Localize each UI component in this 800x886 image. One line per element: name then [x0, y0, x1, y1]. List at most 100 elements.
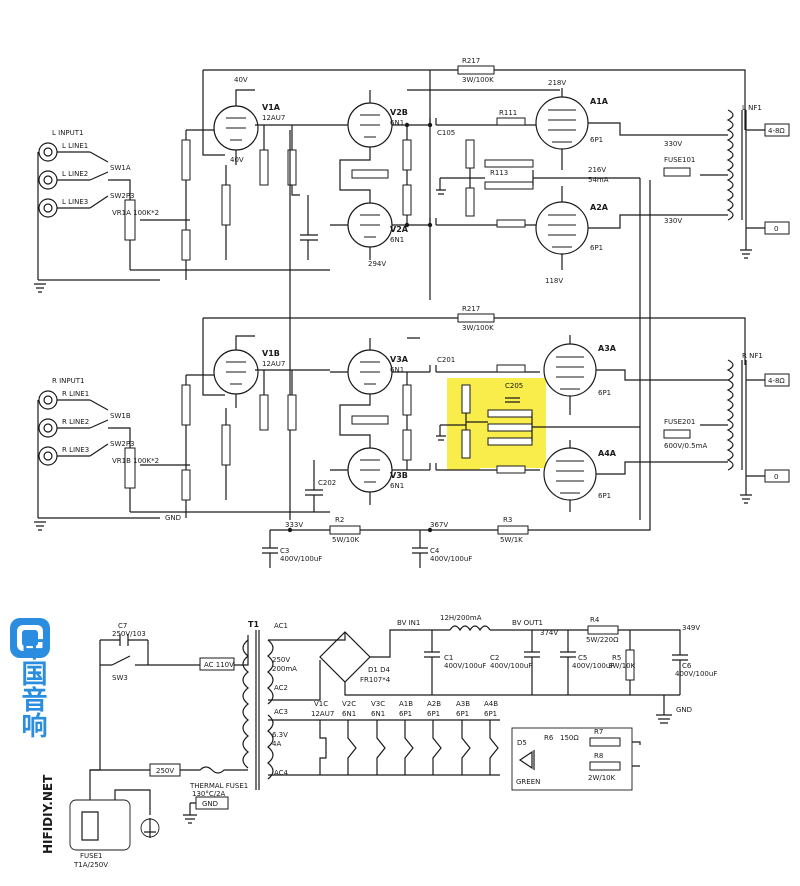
- label-v1a-cathode-v: 40V: [230, 156, 244, 164]
- label-bv-out1: BV OUT1: [512, 619, 543, 627]
- label-ac3: AC3: [274, 708, 288, 716]
- jack-r-line1[interactable]: [38, 390, 58, 410]
- label-bridge: D1 D4: [368, 666, 390, 674]
- resistor-r215: [487, 423, 533, 432]
- label-c6-val: 400V/100uF: [675, 670, 717, 678]
- label-v3a: V3A: [390, 355, 409, 364]
- label-c1: C1: [444, 654, 453, 662]
- label-c4: C4: [430, 547, 440, 555]
- label-c3-val: 400V/100uF: [280, 555, 322, 563]
- logo-brand-cn: 中国音响: [17, 634, 47, 738]
- label-a1a: A1A: [590, 97, 609, 106]
- label-sw3[interactable]: SW3: [112, 674, 128, 682]
- label-c5: C5: [578, 654, 587, 662]
- terminal-out-0-bottom[interactable]: [764, 469, 790, 483]
- terminal-out-4-8-bottom[interactable]: [764, 373, 790, 387]
- label-r8: R8: [594, 752, 603, 760]
- label-hv-ma: 200mA: [272, 665, 297, 673]
- label-r-line2: R LINE2: [62, 418, 89, 426]
- resistor-r106-top: [402, 139, 412, 171]
- label-r4-val: 5W/220Ω: [586, 636, 619, 644]
- hifidiy-logo: 中国音响 HIFIDIY.NET: [10, 618, 55, 854]
- label-ac1: AC1: [274, 622, 288, 630]
- label-r5-val: 3W/10K: [608, 662, 636, 670]
- label-v2a-type: 6N1: [390, 236, 404, 244]
- label-v330-top: 330V: [664, 140, 682, 148]
- label-fil-v: 6.3V: [272, 731, 288, 739]
- tube-v1b: [213, 349, 259, 395]
- led-indicator-box: [511, 727, 633, 791]
- jack-l-line2[interactable]: [38, 170, 58, 190]
- label-l-line3: L LINE3: [62, 198, 88, 206]
- label-l1: 12H/200mA: [440, 614, 482, 622]
- label-fuse1-val: T1A/250V: [73, 861, 108, 869]
- resistor-r8: [589, 761, 621, 771]
- label-c6: C6: [682, 662, 692, 670]
- label-r8-val: 2W/10K: [588, 774, 616, 782]
- label-54ma: 54mA: [588, 176, 609, 184]
- tube-a2a: [535, 201, 589, 255]
- resistor-r101-top: [181, 139, 191, 181]
- resistor-r102-top: [181, 229, 191, 261]
- label-r2-val: 5W/10K: [332, 536, 360, 544]
- heater-v3c: [376, 720, 386, 775]
- jack-r-line2[interactable]: [38, 418, 58, 438]
- highlight-right: [480, 378, 546, 468]
- label-gnd-bottom: GND: [165, 514, 181, 522]
- label-out-0-bottom: 0: [774, 473, 778, 481]
- jack-l-line1[interactable]: [38, 142, 58, 162]
- pot-vr1b[interactable]: [124, 447, 136, 489]
- label-led-color: GREEN: [516, 778, 540, 786]
- label-c1-val: 400V/100uF: [444, 662, 486, 670]
- label-v1a-type: 12AU7: [262, 114, 285, 122]
- label-fuse1: FUSE1: [80, 852, 102, 860]
- label-heater-type-a3b: 6P1: [456, 710, 469, 718]
- label-c4-val: 400V/100uF: [430, 555, 472, 563]
- label-a2a-type: 6P1: [590, 244, 603, 252]
- label-a4a-type: 6P1: [598, 492, 611, 500]
- label-v2b-type: 6N1: [390, 119, 404, 127]
- resistor-r203: [221, 424, 231, 466]
- label-c201: C201: [437, 356, 455, 364]
- resistor-r107-top: [402, 184, 412, 216]
- label-l-input: L INPUT1: [52, 129, 84, 137]
- label-l-line2: L LINE2: [62, 170, 88, 178]
- bottom-channel: R217 3W/100K R INPUT1 R LINE1 R LINE2 R …: [34, 305, 790, 531]
- resistor-r217-bottom: [457, 313, 495, 323]
- label-c7-val: 250V/103: [112, 630, 146, 638]
- label-v3b-type: 6N1: [390, 482, 404, 490]
- power-supply: C7 250V/103 SW3 AC 110V T1 AC1 AC2 AC3 A…: [69, 614, 717, 869]
- label-sw1b: SW1B: [110, 412, 131, 420]
- terminal-out-0-top[interactable]: [764, 221, 790, 235]
- label-r217-top: R217: [462, 57, 480, 65]
- resistor-r209: [461, 384, 471, 414]
- heater-a3b: [461, 720, 471, 775]
- label-vr1b: VR1B 100K*2: [112, 457, 159, 465]
- resistor-r201: [181, 384, 191, 426]
- label-heater-type-v3c: 6N1: [371, 710, 385, 718]
- terminal-out-4-8-top[interactable]: [764, 123, 790, 137]
- resistor-r2: [329, 525, 361, 535]
- label-gnd-supply: GND: [676, 706, 692, 714]
- jack-l-line3[interactable]: [38, 198, 58, 218]
- label-out-4-8-top: 4-8Ω: [768, 127, 785, 135]
- label-c7: C7: [118, 622, 127, 630]
- label-vr1a: VR1A 100K*2: [112, 209, 159, 217]
- pot-vr1a[interactable]: [124, 199, 136, 241]
- label-diode: FR107*4: [360, 676, 391, 684]
- label-fil-a: 4A: [272, 740, 281, 748]
- tube-v3a: [347, 349, 393, 395]
- jack-r-line3[interactable]: [38, 446, 58, 466]
- label-r3-val: 5W/1K: [500, 536, 523, 544]
- label-led: D5: [517, 739, 527, 747]
- label-mains: AC 110V: [204, 661, 234, 669]
- resistor-r205: [287, 394, 297, 431]
- label-v1b-type: 12AU7: [262, 360, 285, 368]
- resistor-r208: [351, 415, 389, 425]
- label-c105: C105: [437, 129, 455, 137]
- label-heater-type-a2b: 6P1: [427, 710, 440, 718]
- iec-inlet[interactable]: [69, 799, 131, 851]
- label-v2a: V2A: [390, 225, 409, 234]
- label-sw2p3-top: SW2P3: [110, 192, 135, 200]
